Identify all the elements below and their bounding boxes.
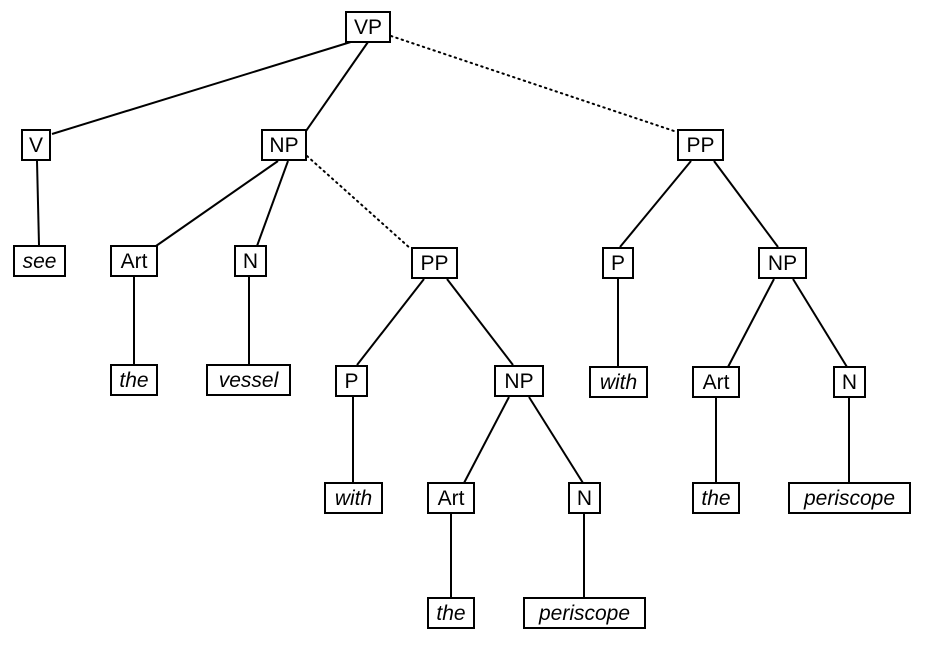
tree-node-the_m[interactable]: the — [427, 597, 475, 629]
tree-node-the_r[interactable]: the — [692, 482, 740, 514]
tree-node-p_right[interactable]: P — [602, 247, 634, 279]
tree-node-label: N — [841, 370, 858, 394]
tree-node-label: Art — [120, 249, 148, 273]
tree-edge-np1-pp-mid — [306, 155, 412, 250]
tree-node-art_m[interactable]: Art — [427, 482, 475, 514]
tree-node-vessel[interactable]: vessel — [206, 364, 291, 396]
tree-edge-vp-v — [51, 40, 355, 135]
tree-node-label: the — [701, 486, 731, 510]
tree-node-label: P — [344, 369, 359, 393]
tree-node-label: see — [22, 249, 57, 273]
tree-node-pp_right[interactable]: PP — [677, 129, 724, 161]
tree-node-label: Art — [437, 486, 465, 510]
tree-node-label: NP — [269, 133, 299, 157]
tree-edge-np1-art1 — [155, 160, 279, 247]
tree-node-np1[interactable]: NP — [261, 129, 307, 161]
tree-node-label: periscope — [803, 486, 896, 510]
tree-node-label: periscope — [538, 601, 631, 625]
tree-node-label: the — [436, 601, 466, 625]
tree-node-label: N — [576, 486, 593, 510]
tree-node-periscope_r[interactable]: periscope — [788, 482, 911, 514]
tree-node-p_mid[interactable]: P — [335, 365, 368, 397]
tree-node-vp[interactable]: VP — [345, 11, 391, 43]
tree-node-n1[interactable]: N — [234, 245, 267, 277]
tree-node-label: VP — [353, 15, 382, 39]
tree-node-with_m[interactable]: with — [324, 482, 383, 514]
tree-node-label: the — [119, 368, 149, 392]
tree-node-label: Art — [702, 370, 730, 394]
tree-edge-np-mid-art-m — [463, 396, 510, 484]
tree-node-label: with — [334, 486, 373, 510]
tree-node-the1[interactable]: the — [110, 364, 158, 396]
tree-edge-pp-right-p-right — [619, 160, 692, 248]
tree-node-label: NP — [767, 251, 798, 275]
tree-node-label: V — [28, 133, 43, 157]
tree-edge-v-see — [36, 160, 40, 246]
tree-node-np_right[interactable]: NP — [758, 247, 807, 279]
tree-edge-vp-pp-right — [390, 35, 678, 133]
tree-node-label: with — [599, 370, 638, 394]
tree-node-see[interactable]: see — [13, 245, 66, 277]
tree-node-label: PP — [686, 133, 715, 157]
tree-edge-np-right-art-r — [727, 278, 775, 368]
tree-node-label: vessel — [218, 368, 279, 392]
tree-edge-np-right-n-r — [792, 278, 848, 368]
tree-edge-pp-right-np-right — [713, 160, 779, 248]
tree-node-v[interactable]: V — [21, 129, 51, 161]
tree-node-n_m[interactable]: N — [568, 482, 601, 514]
tree-node-label: P — [610, 251, 625, 275]
tree-edge-pp-mid-np-mid — [446, 278, 514, 366]
tree-edge-pp-mid-p-mid — [356, 278, 425, 366]
tree-node-np_mid[interactable]: NP — [494, 365, 544, 397]
tree-node-art_r[interactable]: Art — [692, 366, 740, 398]
tree-node-label: N — [242, 249, 259, 273]
tree-node-art1[interactable]: Art — [110, 245, 158, 277]
tree-edge-vp-np1 — [305, 41, 369, 132]
tree-edge-np-mid-n-m — [528, 396, 584, 484]
tree-edge-np1-n1 — [256, 160, 289, 247]
tree-node-with_r[interactable]: with — [589, 366, 648, 398]
tree-node-label: NP — [504, 369, 534, 393]
tree-node-n_r[interactable]: N — [833, 366, 866, 398]
tree-node-label: PP — [420, 251, 449, 275]
tree-node-pp_mid[interactable]: PP — [411, 247, 458, 279]
tree-node-periscope_m[interactable]: periscope — [523, 597, 646, 629]
